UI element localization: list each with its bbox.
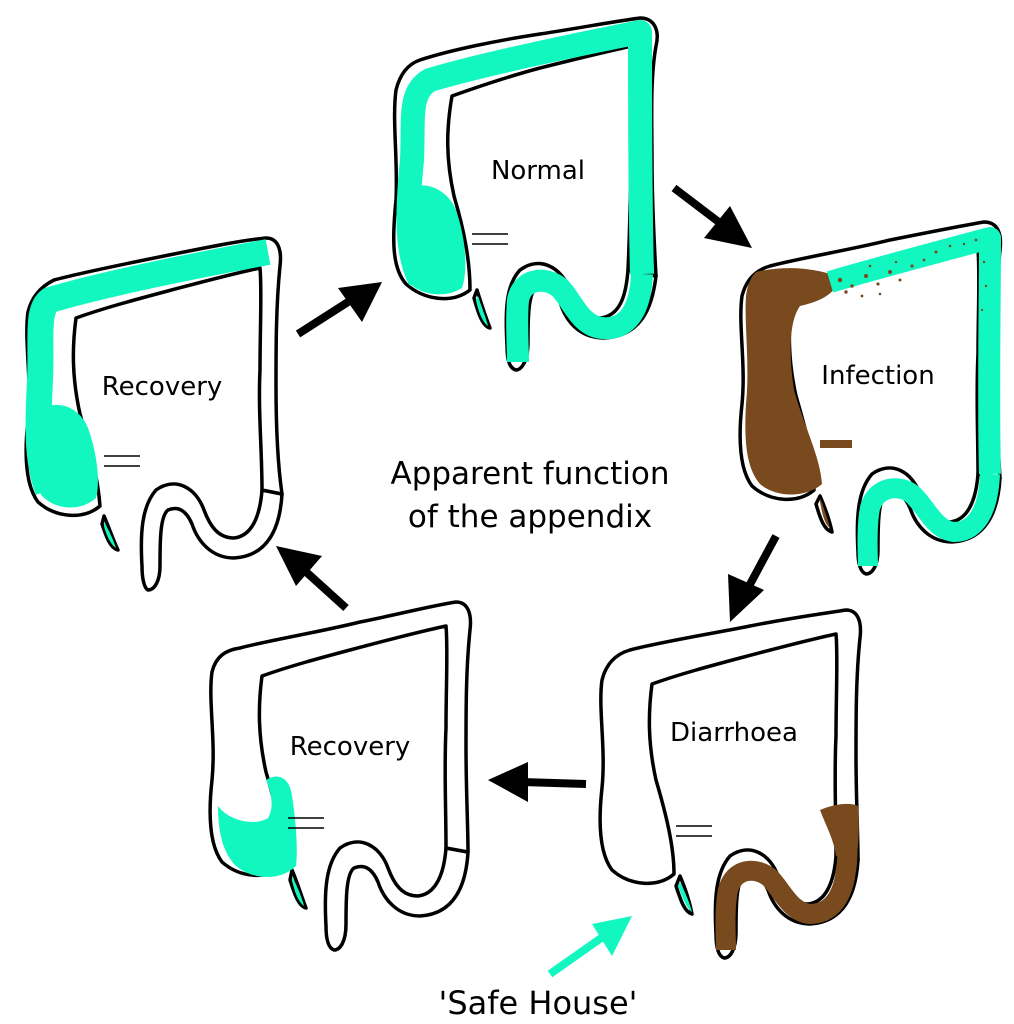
stage-diarrhoea: Diarrhoea [598,608,863,960]
arrow-recovery-to-normal [295,282,382,338]
healthy-flora-fill [218,776,304,906]
colon-outline [24,236,284,592]
healthy-flora-fill [678,882,692,912]
stage-label-infection: Infection [821,361,934,391]
stage-normal: Normal [392,16,659,372]
pathogen-fill [745,268,852,528]
pathogen-speckle [837,238,988,312]
ileum-stub [676,825,712,837]
cycle-arrows [276,184,780,802]
stage-label-diarrhoea: Diarrhoea [670,718,798,748]
stage-label-recovery-1: Recovery [290,732,411,762]
healthy-flora-fill [25,239,271,548]
ileum-stub [104,455,140,467]
arrow-normal-to-infection [671,184,752,248]
diagram-title-line-1: Apparent function [391,456,670,492]
pathogen-fill [715,803,859,951]
ileum-stub [288,817,324,829]
healthy-flora-fill [396,20,654,363]
stage-label-recovery-2: Recovery [102,372,223,402]
safe-house-arrow [547,916,632,978]
arrow-recovery-to-recovery [276,546,349,611]
stage-recovery-1: Recovery [208,600,473,952]
stage-label-normal: Normal [491,156,585,186]
diagram-title-line-2: of the appendix [408,499,652,535]
stage-recovery-2: Recovery [24,236,284,592]
safe-house-label: 'Safe House' [439,984,638,1022]
colon-outline [208,600,473,952]
healthy-flora-fill [826,227,1001,567]
stage-infection: Infection [738,220,1003,576]
arrow-infection-to-diarrhoea [728,534,780,622]
arrow-diarrhoea-to-recovery [488,762,587,802]
ileum-stub [472,233,508,245]
